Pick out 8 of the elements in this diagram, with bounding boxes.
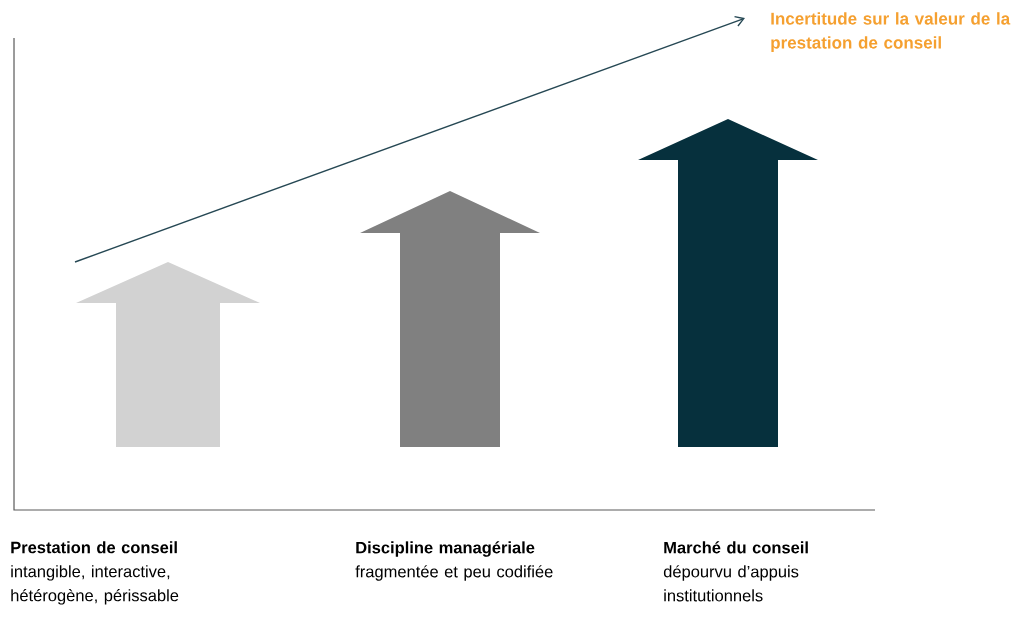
- trend-arrow: [74, 15, 745, 263]
- up-arrow: [76, 262, 260, 447]
- annotation-text: Incertitude sur la valeur de la prestation de conseil: [771, 12, 1011, 53]
- arrow-caption: Prestation de conseil intangible, interactive, hétérogène, périssable: [11, 541, 179, 605]
- up-arrow: [638, 119, 818, 447]
- arrow-caption: Discipline managériale fragmentée et peu codifiée: [355, 541, 553, 581]
- arrow-caption: Marché du conseil dépourvu d’appuis institutionnels: [663, 541, 808, 602]
- up-arrow: [360, 191, 540, 447]
